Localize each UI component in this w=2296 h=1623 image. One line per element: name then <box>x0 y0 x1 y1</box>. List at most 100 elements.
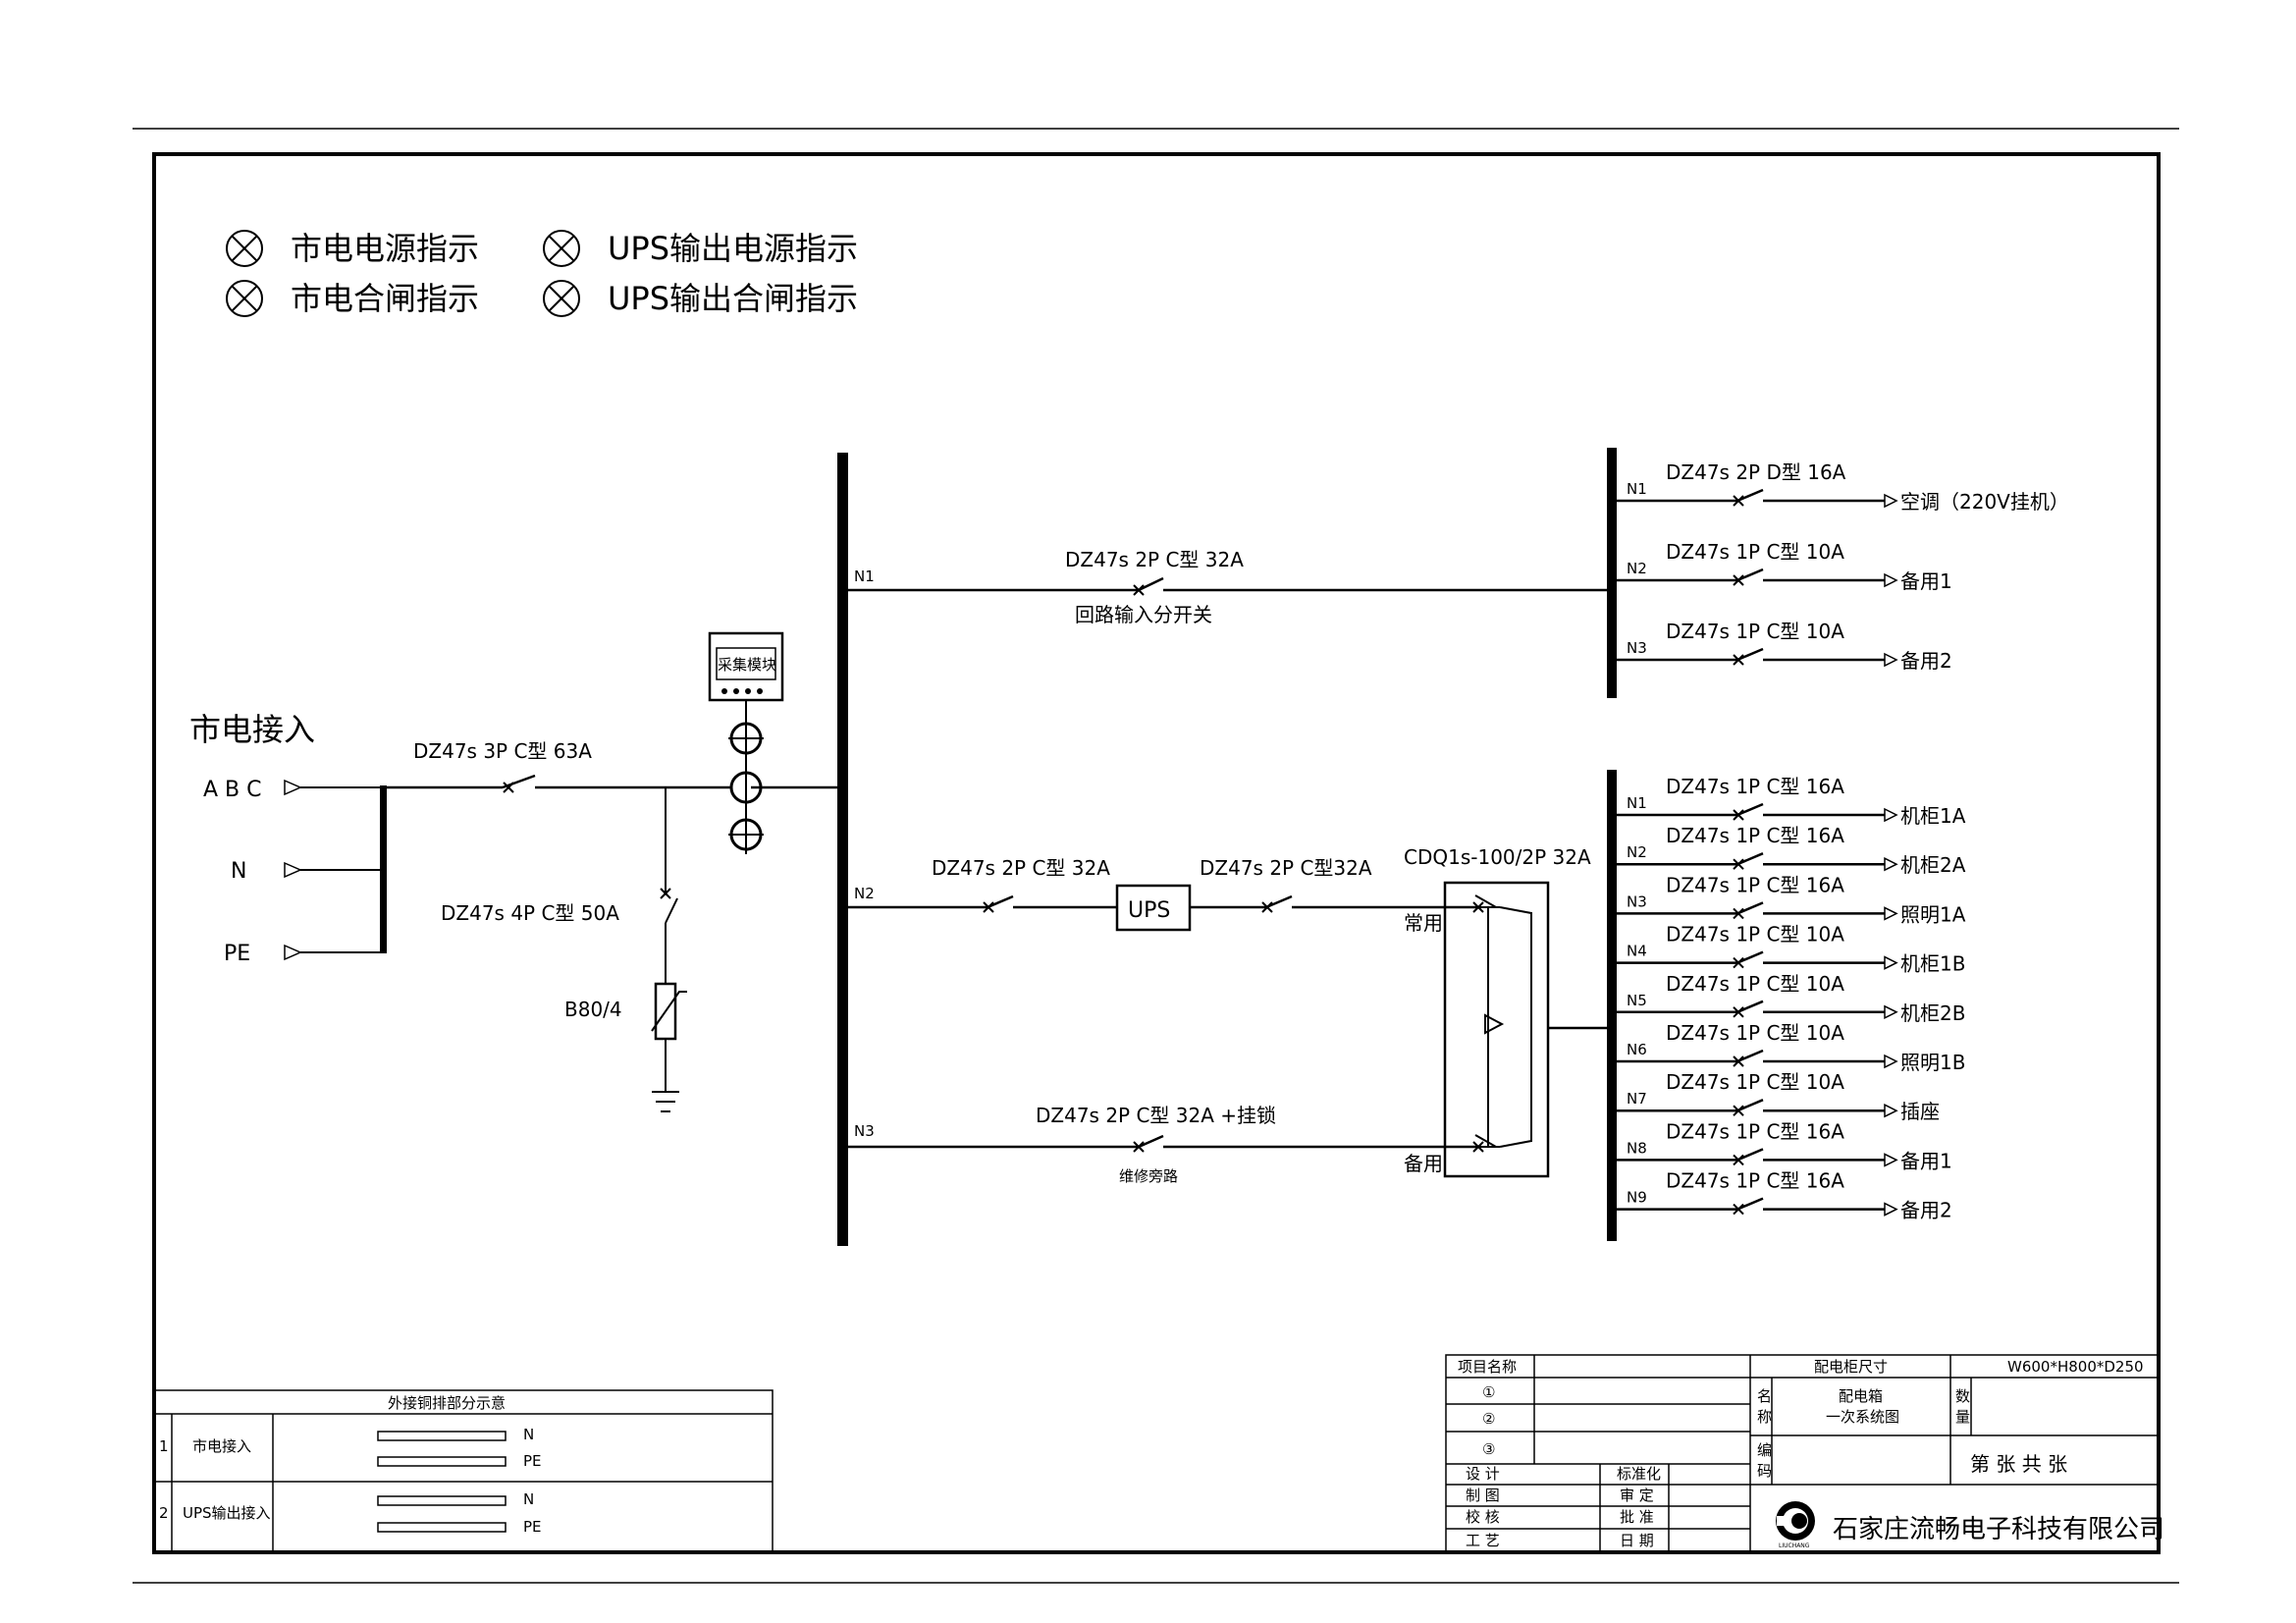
tb-name-label-1: 名 <box>1757 1387 1772 1405</box>
tb-design: 设 计 <box>1466 1465 1500 1483</box>
lamp-icon <box>226 230 580 317</box>
circuit-breaker-label: DZ47s 1P C型 16A <box>1666 873 1844 896</box>
terminal-icon <box>284 779 302 961</box>
circuit-number: N3 <box>1627 639 1647 657</box>
circuit-breaker-label: DZ47s 1P C型 16A <box>1666 775 1844 798</box>
circuit-load-label: 机柜2A <box>1900 853 1966 877</box>
bus-n3-label: N3 <box>854 1122 875 1140</box>
branch-2: DZ47s 2P C型 32A UPS DZ47s 2P C型32A <box>848 856 1477 932</box>
circuit-breaker-label: DZ47s 1P C型 10A <box>1666 1070 1844 1094</box>
svg-text:LIUCHANG: LIUCHANG <box>1779 1542 1810 1549</box>
legend-mains-closing: 市电合闸指示 <box>291 280 479 317</box>
circuit-load-label: 插座 <box>1900 1100 1940 1123</box>
outlet-arrow-icon <box>1884 1103 1898 1118</box>
main-bus <box>837 453 848 1246</box>
spd-label: B80/4 <box>564 998 622 1021</box>
tb-review: 审 定 <box>1620 1487 1654 1504</box>
circuit-number: N3 <box>1627 893 1647 910</box>
copper-row-bar1: N <box>523 1490 534 1508</box>
circuit-number: N1 <box>1627 480 1647 498</box>
circuit-load-label: 备用2 <box>1900 1199 1952 1222</box>
circuit-load-label: 机柜2B <box>1900 1001 1965 1025</box>
outlet-arrow-icon <box>1884 856 1898 872</box>
panel-row: N1 DZ47s 1P C型 16A 机柜1A <box>1617 775 1966 828</box>
bus-n2-label: N2 <box>854 885 875 902</box>
tb-name-label-2: 称 <box>1757 1408 1772 1426</box>
copper-row-no: 2 <box>159 1504 169 1522</box>
tb-standard: 标准化 <box>1617 1465 1661 1483</box>
ups-in-breaker-label: DZ47s 2P C型 32A <box>932 856 1110 880</box>
tb-qty-label-2: 量 <box>1955 1408 1970 1426</box>
tb-size-label: 配电柜尺寸 <box>1814 1358 1888 1376</box>
circuit-load-label: 机柜1A <box>1900 804 1966 828</box>
input-title: 市电接入 <box>189 711 315 748</box>
title-block: 项目名称 ① ② ③ 设 计 制 图 校 核 工 艺 标准化 审 定 批 准 日… <box>1445 1354 2164 1553</box>
ats-label: CDQ1s-100/2P 32A <box>1404 845 1591 869</box>
circuit-breaker-label: DZ47s 1P C型 10A <box>1666 620 1844 643</box>
copper-row-bar2: PE <box>523 1518 542 1536</box>
outlet-arrow-icon <box>1884 652 1898 668</box>
circuit-breaker-label: DZ47s 1P C型 10A <box>1666 923 1844 947</box>
input-pe-label: PE <box>224 942 250 966</box>
copper-table-title: 外接铜排部分示意 <box>388 1394 506 1412</box>
bus-n1-label: N1 <box>854 568 875 585</box>
tb-date: 日 期 <box>1620 1532 1654 1549</box>
panel-row: N9 DZ47s 1P C型 16A 备用2 <box>1617 1169 1952 1222</box>
tb-size-value: W600*H800*D250 <box>2007 1358 2144 1376</box>
circuit-load-label: 备用2 <box>1900 649 1952 673</box>
bypass-caption: 维修旁路 <box>1119 1167 1178 1185</box>
input-abc-label: A B C <box>203 778 262 802</box>
page-frame <box>133 128 2179 1584</box>
circuit-load-label: 照明1A <box>1900 902 1966 926</box>
copper-row-bar2: PE <box>523 1452 542 1470</box>
ups-label: UPS <box>1128 898 1170 923</box>
tb-approve: 批 准 <box>1620 1508 1654 1526</box>
input-section: 市电接入 A B C N PE DZ47s 3P C型 63A <box>189 631 841 1112</box>
company-logo: LIUCHANG <box>1776 1501 1815 1549</box>
legend: 市电电源指示 市电合闸指示 UPS输出电源指示 UPS输出合闸指示 <box>226 230 858 317</box>
copper-row-bar1: N <box>523 1426 534 1443</box>
tb-company: 石家庄流畅电子科技有限公司 <box>1833 1515 2164 1544</box>
outlet-arrow-icon <box>1884 572 1898 588</box>
ats-switch: CDQ1s-100/2P 32A 常用 备用 <box>1404 845 1612 1178</box>
circuit-number: N6 <box>1627 1041 1647 1058</box>
tb-sheet: 第 张 共 张 <box>1970 1452 2067 1476</box>
input-bus <box>380 785 387 953</box>
tb-check: 校 核 <box>1466 1508 1500 1526</box>
circuit-number: N7 <box>1627 1090 1647 1108</box>
tb-item1: ① <box>1482 1383 1495 1401</box>
legend-ups-closing: UPS输出合闸指示 <box>608 280 858 317</box>
tb-draw: 制 图 <box>1466 1487 1500 1504</box>
outlet-arrow-icon <box>1884 906 1898 921</box>
circuit-number: N9 <box>1627 1189 1647 1207</box>
copper-row-no: 1 <box>159 1437 169 1455</box>
outlet-arrow-icon <box>1884 807 1898 823</box>
circuit-number: N2 <box>1627 560 1647 577</box>
branch-3: DZ47s 2P C型 32A +挂锁 维修旁路 <box>848 1104 1477 1185</box>
legend-mains-power: 市电电源指示 <box>291 230 479 267</box>
circuit-number: N1 <box>1627 794 1647 812</box>
circuit-number: N5 <box>1627 992 1647 1009</box>
ups-panel-bus <box>1607 770 1617 1241</box>
circuit-breaker-label: DZ47s 1P C型 16A <box>1666 1119 1844 1143</box>
copper-bar-table: 外接铜排部分示意 1 市电接入 N PE 2 UPS输出接入 N PE <box>153 1389 774 1553</box>
panel-row: N3 DZ47s 1P C型 16A 照明1A <box>1617 873 1966 926</box>
tb-item3: ③ <box>1482 1440 1495 1458</box>
tb-qty-label-1: 数 <box>1955 1387 1970 1405</box>
input-n-label: N <box>231 859 246 884</box>
spd-breaker-label: DZ47s 4P C型 50A <box>441 901 619 925</box>
circuit-breaker-label: DZ47s 1P C型 16A <box>1666 1169 1844 1193</box>
top-panel-bus <box>1607 448 1617 698</box>
circuit-breaker-label: DZ47s 2P D型 16A <box>1666 460 1846 484</box>
tb-code-label-2: 码 <box>1757 1462 1772 1480</box>
